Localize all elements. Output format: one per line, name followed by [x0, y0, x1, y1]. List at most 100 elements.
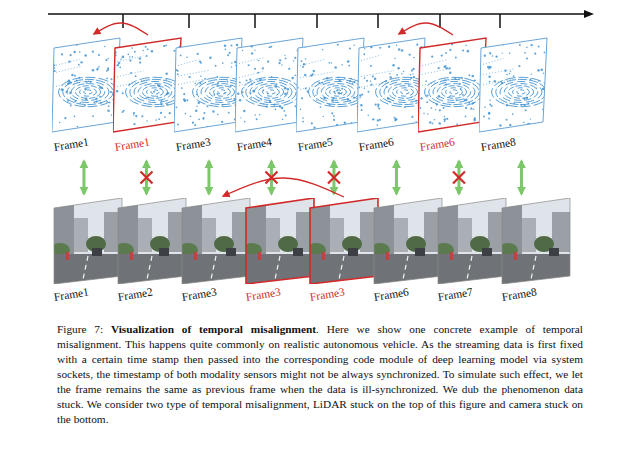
scan-ring [214, 88, 231, 96]
lidar-point [387, 97, 390, 100]
lidar-point [163, 45, 165, 47]
lidar-point [337, 44, 339, 46]
lidar-point [133, 112, 135, 114]
lidar-point [359, 94, 362, 97]
scan-ring [75, 86, 100, 99]
frame-label: Frame6 [358, 136, 395, 154]
frame-outline [374, 198, 442, 284]
frame-picture [479, 36, 549, 134]
lidar-point [334, 91, 336, 93]
lidar-point [300, 109, 302, 111]
lidar-point [231, 62, 233, 64]
lidar-point [244, 121, 246, 123]
lidar-point [530, 118, 531, 119]
timeline-tick [122, 14, 124, 28]
scan-ring [313, 79, 363, 104]
lidar-point [530, 44, 532, 46]
lidar-point [501, 82, 503, 84]
scan-ring [67, 82, 109, 103]
lidar-point [544, 52, 546, 54]
lidar-point [506, 74, 508, 76]
lidar-point [344, 122, 346, 124]
lidar-point [462, 49, 464, 51]
lidar-point [465, 107, 467, 109]
lidar-point [90, 81, 92, 83]
frame-outline [113, 38, 181, 132]
lidar-point [389, 101, 391, 103]
lidar-point [61, 53, 63, 55]
lidar-point [411, 96, 412, 97]
lidar-point [165, 72, 168, 75]
lidar-point [358, 86, 360, 88]
cross-stroke [328, 172, 340, 184]
lidar-point [173, 50, 175, 52]
lidar-point [84, 54, 86, 56]
lidar-point [133, 114, 135, 116]
lidar-point [227, 54, 229, 56]
lidar-point [250, 97, 252, 99]
lidar-point [425, 80, 427, 82]
scan-line [56, 66, 82, 72]
lidar-point [268, 46, 270, 48]
lidar-point [151, 50, 153, 52]
lidar-point [145, 97, 147, 99]
lidar-point [161, 100, 163, 102]
label-holder: Frame1 [52, 198, 124, 305]
lidar-point [254, 49, 255, 50]
lidar-point [236, 44, 237, 45]
lidar-point [444, 79, 446, 81]
lidar-points [483, 43, 549, 127]
lidar-point [396, 74, 398, 76]
lidar-point [446, 118, 448, 120]
lidar-point [111, 114, 113, 116]
lidar-point [192, 122, 194, 124]
lidar-point [169, 112, 171, 114]
lidar-point [118, 62, 121, 65]
lidar-point [209, 56, 212, 59]
lidar-point [133, 123, 135, 125]
scan-ring [209, 86, 234, 99]
lidar-point [267, 61, 269, 63]
lidar-point [135, 75, 137, 77]
lidar-point [262, 67, 264, 69]
scan-ring [492, 77, 549, 106]
lidar-points [53, 44, 120, 129]
lidar-point [364, 88, 366, 90]
lidar-point [225, 48, 227, 50]
frame-outline [235, 38, 303, 132]
lidar-point [105, 127, 107, 129]
lidar-point [544, 121, 546, 123]
lidar-point [307, 91, 309, 93]
scan-line [239, 72, 263, 78]
lidar-point [512, 113, 514, 115]
lidar-point [489, 100, 491, 102]
lidar-point [353, 45, 354, 46]
label-holder: Frame8 [500, 198, 572, 305]
frame-label: Frame1 [53, 136, 90, 154]
lidar-point [492, 55, 494, 57]
lidar-point [420, 97, 422, 99]
lidar-point [470, 108, 472, 110]
lidar-point [322, 82, 324, 84]
frame-outline [296, 38, 364, 132]
frame-outline [182, 198, 250, 284]
lidar-point [488, 75, 490, 77]
scan-ring [496, 79, 546, 104]
frame-picture [174, 36, 244, 134]
lidar-point [176, 106, 178, 108]
camera-image [308, 198, 380, 284]
lidar-point [183, 93, 185, 95]
lidar-point [526, 97, 528, 99]
scan-line [239, 57, 265, 63]
lidar-frame: Frame8 [479, 36, 549, 157]
scan-ring [401, 90, 409, 94]
lidar-point [449, 72, 451, 74]
lidar-point [443, 107, 445, 109]
scan-line [178, 70, 210, 76]
lidar-point [98, 66, 100, 68]
lidar-point [324, 97, 326, 99]
road [52, 254, 124, 284]
lidar-point [377, 104, 379, 106]
camera-image [52, 198, 124, 284]
scan-ring [330, 88, 347, 96]
